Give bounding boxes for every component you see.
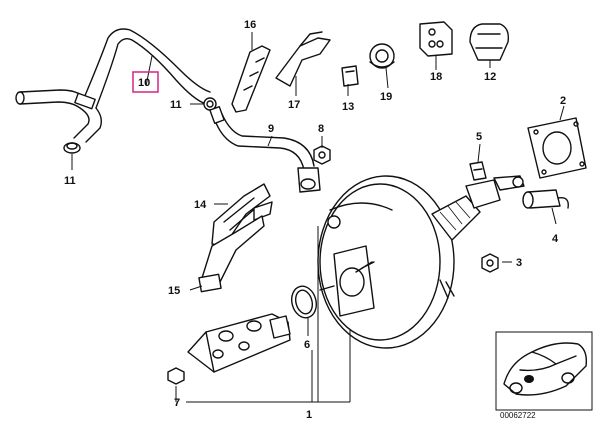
label-part-11-right[interactable]: 11 bbox=[170, 99, 182, 111]
label-part-5[interactable]: 5 bbox=[476, 131, 482, 143]
gasket-part-2[interactable] bbox=[527, 117, 587, 179]
grommet-part-19[interactable] bbox=[369, 43, 395, 69]
inset-frame bbox=[495, 331, 593, 411]
label-part-14[interactable]: 14 bbox=[194, 199, 207, 211]
label-part-3[interactable]: 3 bbox=[516, 257, 522, 269]
o-ring-part-6[interactable] bbox=[288, 283, 319, 320]
master-cylinder-part-7[interactable] bbox=[167, 313, 291, 385]
clevis-pin-part-4[interactable] bbox=[522, 189, 569, 209]
car-outline-icon bbox=[503, 342, 588, 396]
label-part-17[interactable]: 17 bbox=[288, 99, 300, 111]
label-part-16[interactable]: 16 bbox=[244, 19, 256, 31]
location-marker bbox=[524, 375, 534, 383]
leader-lines bbox=[71, 32, 565, 403]
label-part-7[interactable]: 7 bbox=[174, 397, 180, 409]
vehicle-location-inset: 00062722 bbox=[495, 331, 593, 420]
holder-part-17[interactable] bbox=[275, 31, 331, 87]
mounting-bracket-part-15[interactable] bbox=[198, 215, 265, 293]
label-part-18[interactable]: 18 bbox=[430, 71, 442, 83]
label-part-2[interactable]: 2 bbox=[560, 95, 566, 107]
label-part-13[interactable]: 13 bbox=[342, 101, 354, 113]
nut-part-3[interactable] bbox=[481, 253, 499, 273]
label-part-15[interactable]: 15 bbox=[168, 285, 180, 297]
hose-clamp-part-11-left[interactable] bbox=[63, 142, 81, 154]
highlight-box-part-10 bbox=[132, 71, 159, 93]
rubber-block-part-18[interactable] bbox=[419, 21, 453, 57]
label-part-1[interactable]: 1 bbox=[306, 409, 312, 421]
label-part-19[interactable]: 19 bbox=[380, 91, 392, 103]
clip-part-5[interactable] bbox=[469, 161, 487, 181]
vacuum-hose-part-9[interactable] bbox=[209, 106, 321, 193]
grommet-part-13[interactable] bbox=[341, 65, 359, 87]
brake-booster-part-1[interactable] bbox=[317, 175, 525, 349]
part-labels: 1 2 3 4 5 6 7 8 9 10 11 11 12 13 14 15 1… bbox=[64, 19, 566, 421]
label-part-8[interactable]: 8 bbox=[318, 123, 324, 135]
label-part-10[interactable]: 10 bbox=[138, 77, 150, 89]
vacuum-hose-part-10[interactable] bbox=[15, 28, 211, 143]
label-part-6[interactable]: 6 bbox=[304, 339, 310, 351]
label-part-12[interactable]: 12 bbox=[484, 71, 496, 83]
clip-part-12[interactable] bbox=[469, 23, 510, 61]
inset-diagram-code: 00062722 bbox=[500, 411, 536, 420]
nut-part-8[interactable] bbox=[313, 145, 331, 165]
label-part-11-left[interactable]: 11 bbox=[64, 175, 76, 187]
bracket-part-16[interactable] bbox=[231, 45, 271, 113]
label-part-4[interactable]: 4 bbox=[552, 233, 559, 245]
label-part-9[interactable]: 9 bbox=[268, 123, 274, 135]
